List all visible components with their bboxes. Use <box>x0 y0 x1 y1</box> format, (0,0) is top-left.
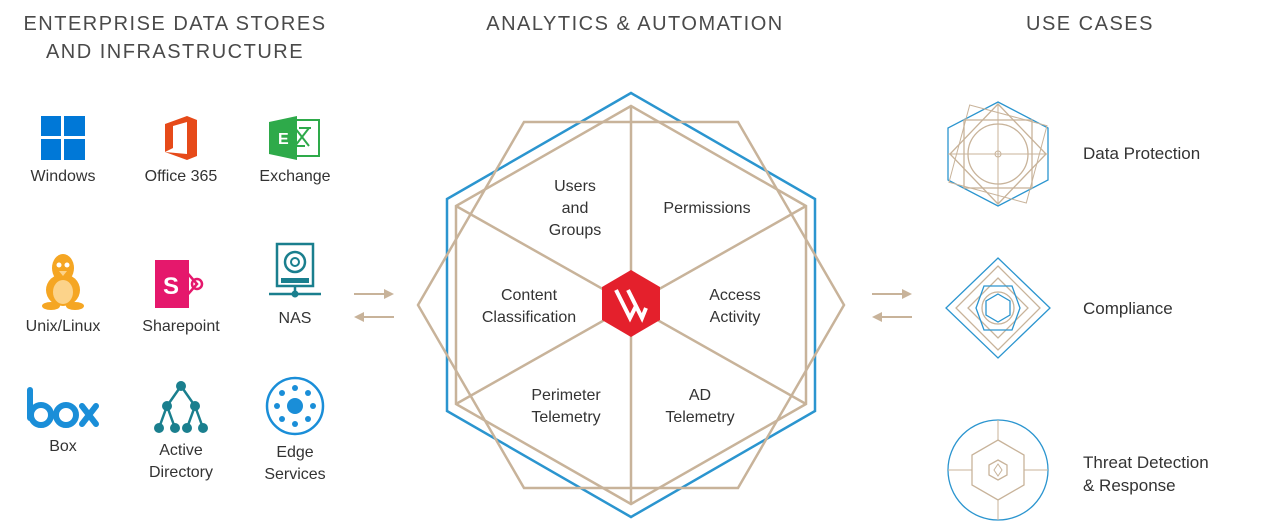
source-unix-linux: Unix/Linux <box>8 252 118 338</box>
source-sharepoint: S Sharepoint <box>126 258 236 338</box>
arrow-right-icon <box>354 289 394 299</box>
use-case-threat-detection: Threat Detection & Response <box>1083 453 1209 495</box>
svg-text:E: E <box>278 131 289 148</box>
threat-detection-icon <box>947 419 1049 521</box>
source-label: Office 365 <box>144 168 218 185</box>
hub-segment-access-activity: Access Activity <box>709 287 761 326</box>
svg-text:S: S <box>163 273 179 300</box>
edge-services-icon <box>265 376 325 436</box>
hub-blue-hexagon <box>445 91 817 519</box>
hub-segment-content-classification: Content Classification <box>481 287 577 326</box>
data-protection-icon <box>947 101 1049 207</box>
source-office-365: Office 365 <box>126 116 236 188</box>
varonis-logo <box>602 270 660 337</box>
box-icon <box>27 387 99 428</box>
bidirectional-arrows-right <box>872 289 912 322</box>
source-label: Sharepoint <box>142 318 220 335</box>
bidirectional-arrows-left <box>354 289 394 322</box>
data-stores-heading: ENTERPRISE DATA STORES AND INFRASTRUCTUR… <box>23 13 327 63</box>
source-box: Box <box>8 387 118 458</box>
hub-tan-octagon <box>416 120 846 490</box>
source-label: Windows <box>30 168 96 185</box>
hub-segment-users-groups: Users and Groups <box>548 178 602 239</box>
source-windows: Windows <box>8 116 118 188</box>
use-case-data-protection: Data Protection <box>1083 144 1201 163</box>
source-nas: NAS <box>240 242 350 330</box>
use-cases-heading: USE CASES <box>1026 13 1154 35</box>
source-edge-services: Edge Services <box>240 376 350 486</box>
sharepoint-icon: S <box>155 260 204 308</box>
analytics-heading: ANALYTICS & AUTOMATION <box>486 13 784 35</box>
source-label: NAS <box>278 310 312 327</box>
source-exchange: E Exchange <box>240 116 350 188</box>
active-directory-icon <box>154 381 208 433</box>
source-active-directory: Active Directory <box>126 380 236 484</box>
compliance-icon <box>945 257 1051 359</box>
source-label: Edge Services <box>264 444 326 483</box>
source-label: Unix/Linux <box>25 318 101 335</box>
source-label: Active Directory <box>148 442 213 481</box>
source-label: Box <box>49 438 77 455</box>
source-label: Exchange <box>259 168 331 185</box>
arrow-right-icon <box>872 289 912 299</box>
exchange-icon: E <box>269 116 320 160</box>
arrow-left-icon <box>872 312 912 322</box>
office-365-icon <box>165 116 197 160</box>
hub-segment-ad-telemetry: AD Telemetry <box>665 387 735 426</box>
hub-segment-permissions: Permissions <box>663 200 751 217</box>
hub-segment-perimeter-telemetry: Perimeter Telemetry <box>531 387 601 426</box>
arrow-left-icon <box>354 312 394 322</box>
analytics-hub <box>416 91 846 519</box>
use-case-compliance: Compliance <box>1083 299 1173 318</box>
linux-penguin-icon <box>42 254 84 310</box>
windows-icon <box>41 116 85 160</box>
nas-icon <box>269 242 321 298</box>
